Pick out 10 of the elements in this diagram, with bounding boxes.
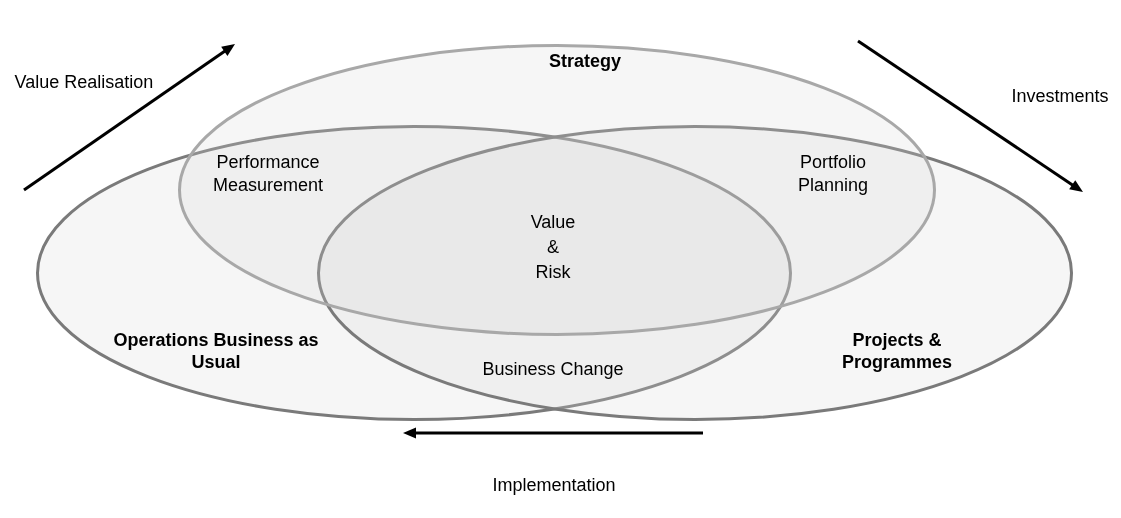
overlap-label: Value & Risk [530,211,576,285]
ellipse-title: Strategy [549,51,621,73]
ellipse-title: Operations Business as Usual [112,330,320,374]
flow-label: Value Realisation [14,70,154,94]
flow-label: Implementation [492,473,616,497]
overlap-label: Business Change [482,357,624,381]
ellipse-title: Projects & Programmes [840,330,954,374]
overlap-label: Performance Measurement [211,150,325,196]
overlap-label: Portfolio Planning [796,150,870,196]
flow-label: Investments [1011,84,1109,108]
